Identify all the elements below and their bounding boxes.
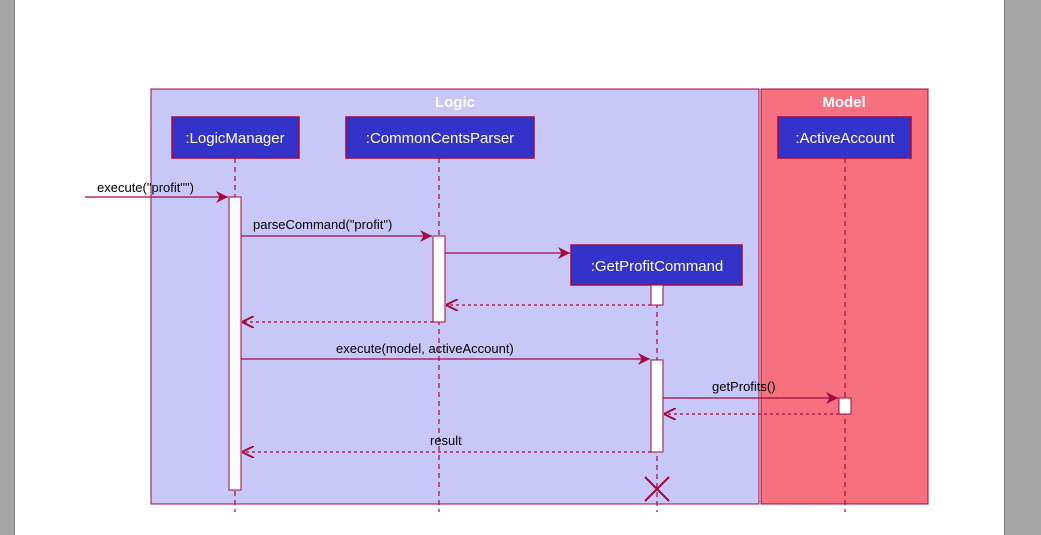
activation-logic-manager (228, 196, 242, 491)
model-box-title: Model (822, 94, 865, 111)
message-label-m6: execute(model, activeAccount) (336, 341, 514, 356)
message-label-m2: parseCommand("profit") (253, 217, 392, 232)
diagram-viewer: Logic Model :LogicManager :CommonCentsPa… (14, 0, 1005, 535)
participant-logic-manager: :LogicManager (171, 116, 300, 159)
logic-box-title: Logic (435, 94, 475, 111)
participant-command: :GetProfitCommand (570, 244, 743, 286)
activation-command-2 (650, 359, 664, 453)
participant-parser: :CommonCentsParser (345, 116, 535, 159)
participant-logic-manager-label: :LogicManager (185, 130, 284, 147)
activation-account (838, 397, 852, 415)
participant-account: :ActiveAccount (777, 116, 912, 159)
destroy-x-icon (644, 476, 670, 502)
activation-parser (432, 235, 446, 323)
message-label-m9: result (430, 433, 462, 448)
activation-command-1 (650, 284, 664, 306)
participant-command-label: :GetProfitCommand (591, 258, 724, 275)
participant-account-label: :ActiveAccount (795, 130, 895, 147)
participant-parser-label: :CommonCentsParser (366, 130, 514, 147)
message-label-m7: getProfits() (712, 379, 776, 394)
message-label-m1: execute("profit"") (97, 180, 194, 195)
sequence-diagram: Logic Model :LogicManager :CommonCentsPa… (85, 88, 929, 512)
